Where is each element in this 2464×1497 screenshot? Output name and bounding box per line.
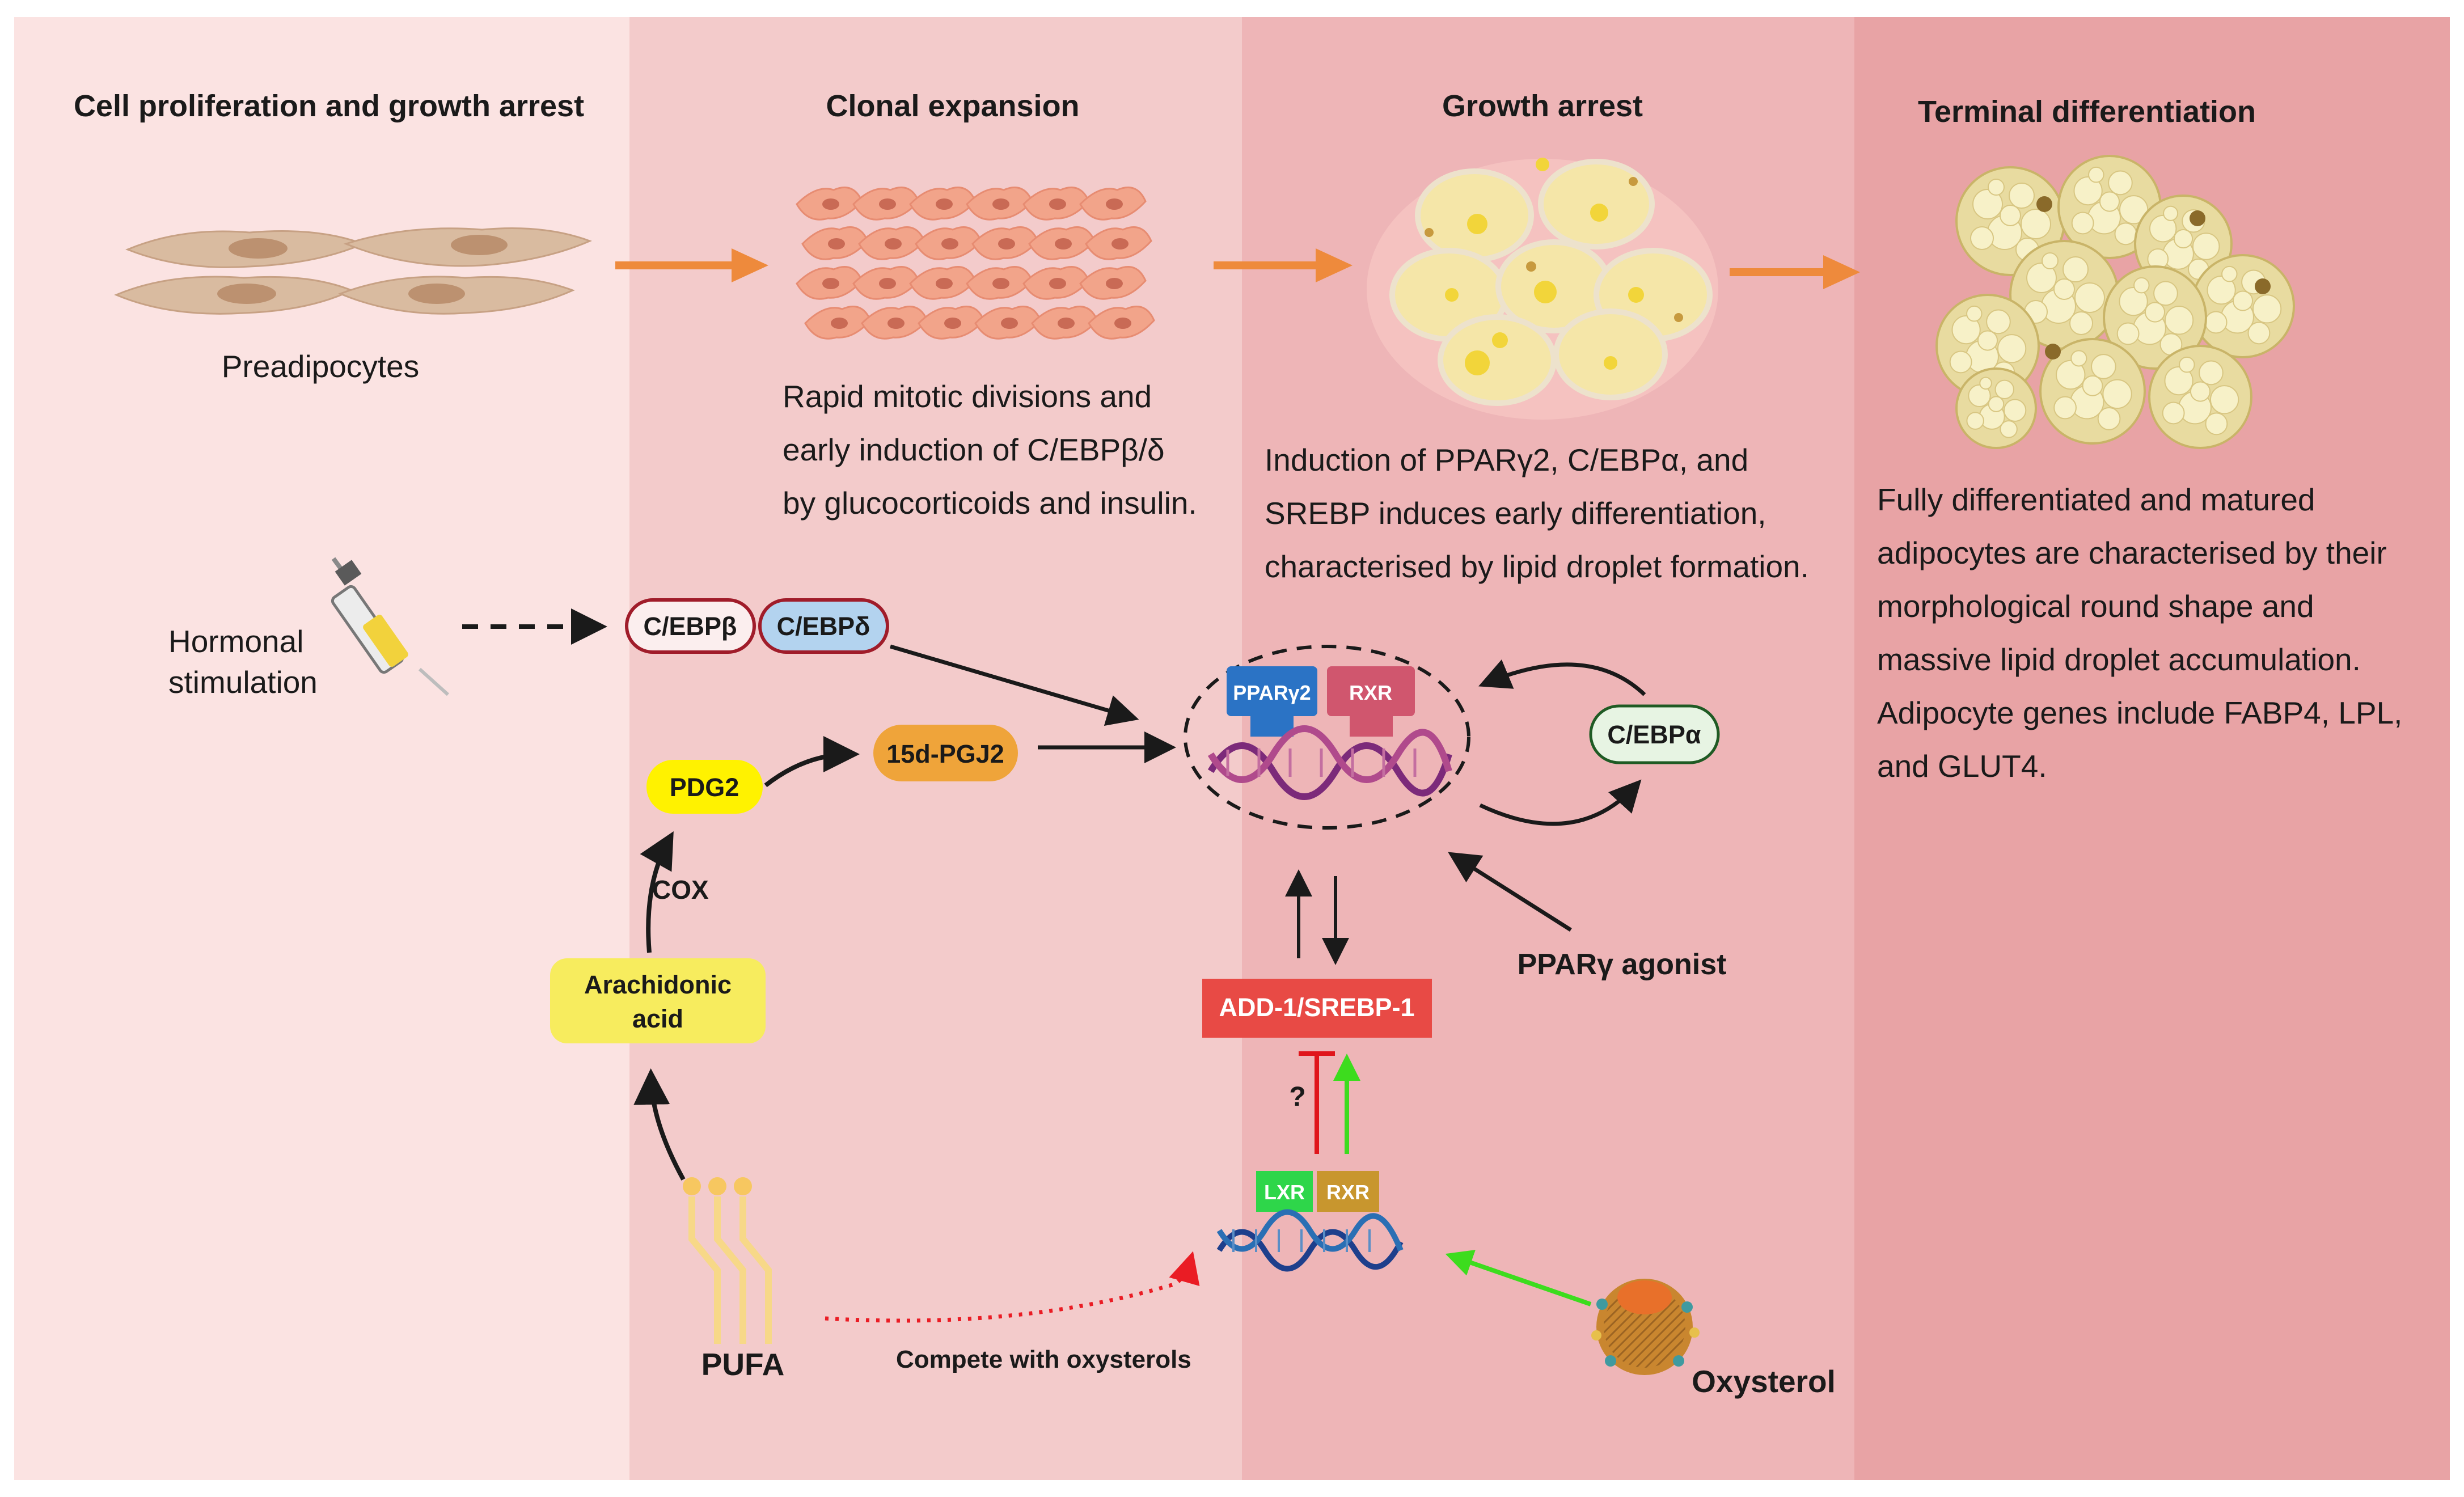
pufa-icon (683, 1177, 772, 1344)
compete-label: Compete with oxysterols (896, 1346, 1191, 1373)
srebp-node: ADD-1/SREBP-1 (1202, 979, 1432, 1038)
srebp-label: ADD-1/SREBP-1 (1219, 993, 1414, 1022)
rxr-bottom-label: RXR (1326, 1181, 1370, 1204)
stage-3-desc-line-1: Induction of PPARγ2, C/EBPα, and (1265, 442, 1748, 477)
stage-4-desc-line-2: adipocytes are characterised by their (1877, 535, 2387, 570)
ppar-rxr-complex-outline (1184, 645, 1470, 830)
stage-4-desc-line-3: morphological round shape and (1877, 589, 2314, 624)
pdg2-to-pgj2-arrow (764, 736, 860, 788)
oxysterol-icon (1591, 1279, 1700, 1375)
ppar-agonist-label: PPARγ agonist (1518, 948, 1727, 981)
agonist-to-ppar-arrow (1448, 852, 1572, 932)
ppar-to-cebp-alpha-arrow (1479, 779, 1642, 826)
stage-4-title: Terminal differentiation (1918, 95, 2256, 129)
inhibition-bar (1299, 1051, 1335, 1154)
stage-4-desc-line-5: Adipocyte genes include FABP4, LPL, (1877, 695, 2402, 730)
stage-2-desc-line-2: early induction of C/EBPβ/δ (783, 432, 1165, 467)
rxr-receptor-bottom: RXR (1317, 1171, 1379, 1212)
arachidonic-to-pdg2-arrow (640, 831, 674, 953)
pgj2-label: 15d-PGJ2 (886, 739, 1004, 768)
cebp-beta-node: C/EBPβ (625, 598, 756, 654)
arachidonic-acid-node: Arachidonic acid (550, 958, 766, 1043)
preadipocyte-cells-icon (114, 227, 592, 315)
pgj2-node: 15d-PGJ2 (873, 725, 1018, 781)
cebp-beta-label: C/EBPβ (644, 612, 737, 641)
panel-stage-1 (14, 17, 629, 1480)
lxr-label: LXR (1264, 1181, 1305, 1204)
oxysterol-to-lxr-arrow (1445, 1250, 1592, 1306)
dna-helix-bottom-icon (1216, 1209, 1404, 1272)
preadipocytes-label: Preadipocytes (222, 349, 420, 384)
stage-2-desc-line-1: Rapid mitotic divisions and (783, 379, 1152, 414)
ppar-gamma2-label: PPARγ2 (1233, 681, 1311, 704)
stage-4-desc-line-4: massive lipid droplet accumulation. (1877, 642, 2361, 677)
stage-3-title: Growth arrest (1442, 89, 1643, 123)
stage-arrow-3 (1730, 255, 1860, 289)
cebp-alpha-to-ppar-arrow (1478, 659, 1646, 696)
pufa-to-arachidonic-arrow (633, 1068, 686, 1181)
growth-arrest-cells-icon (1367, 158, 1718, 420)
stage-2-title: Clonal expansion (826, 89, 1079, 123)
stage-arrow-2 (1214, 248, 1353, 282)
syringe-icon (331, 557, 450, 696)
cebp-delta-label: C/EBPδ (777, 612, 870, 641)
pufa-label: PUFA (701, 1347, 785, 1382)
hormonal-label-line-1: Hormonal (168, 624, 303, 659)
pdg2-label: PDG2 (670, 773, 739, 802)
arachidonic-label-line-2: acid (632, 1004, 683, 1033)
cebp-alpha-node: C/EBPα (1589, 704, 1720, 764)
cebp-to-ppar-arrow (890, 644, 1139, 726)
cox-label: COX (652, 875, 709, 904)
hormonal-label-line-2: stimulation (168, 665, 318, 700)
stage-3-desc-line-3: characterised by lipid droplet formation… (1265, 549, 1809, 584)
rxr-top-label: RXR (1349, 681, 1392, 704)
dna-helix-top-icon (1207, 725, 1452, 800)
pdg2-node: PDG2 (646, 760, 763, 814)
stage-1-title: Cell proliferation and growth arrest (74, 89, 584, 123)
question-mark: ? (1289, 1082, 1305, 1112)
stage-arrow-1 (615, 248, 768, 282)
rxr-receptor-top: RXR (1327, 666, 1415, 737)
oxysterol-label: Oxysterol (1692, 1364, 1836, 1399)
lxr-receptor: LXR (1256, 1171, 1313, 1212)
stage-4-desc-line-6: and GLUT4. (1877, 748, 2047, 784)
cebp-delta-node: C/EBPδ (758, 598, 889, 654)
stage-4-desc-line-1: Fully differentiated and matured (1877, 482, 2315, 517)
mature-adipocytes-icon (1935, 155, 2295, 449)
proliferating-cells-icon (796, 187, 1155, 340)
stage-2-desc-line-3: by glucocorticoids and insulin. (783, 485, 1197, 521)
cebp-alpha-label: C/EBPα (1607, 720, 1701, 749)
ppar-gamma2-receptor: PPARγ2 (1227, 666, 1317, 737)
stage-3-desc-line-2: SREBP induces early differentiation, (1265, 496, 1766, 531)
arachidonic-label-line-1: Arachidonic (584, 970, 732, 999)
